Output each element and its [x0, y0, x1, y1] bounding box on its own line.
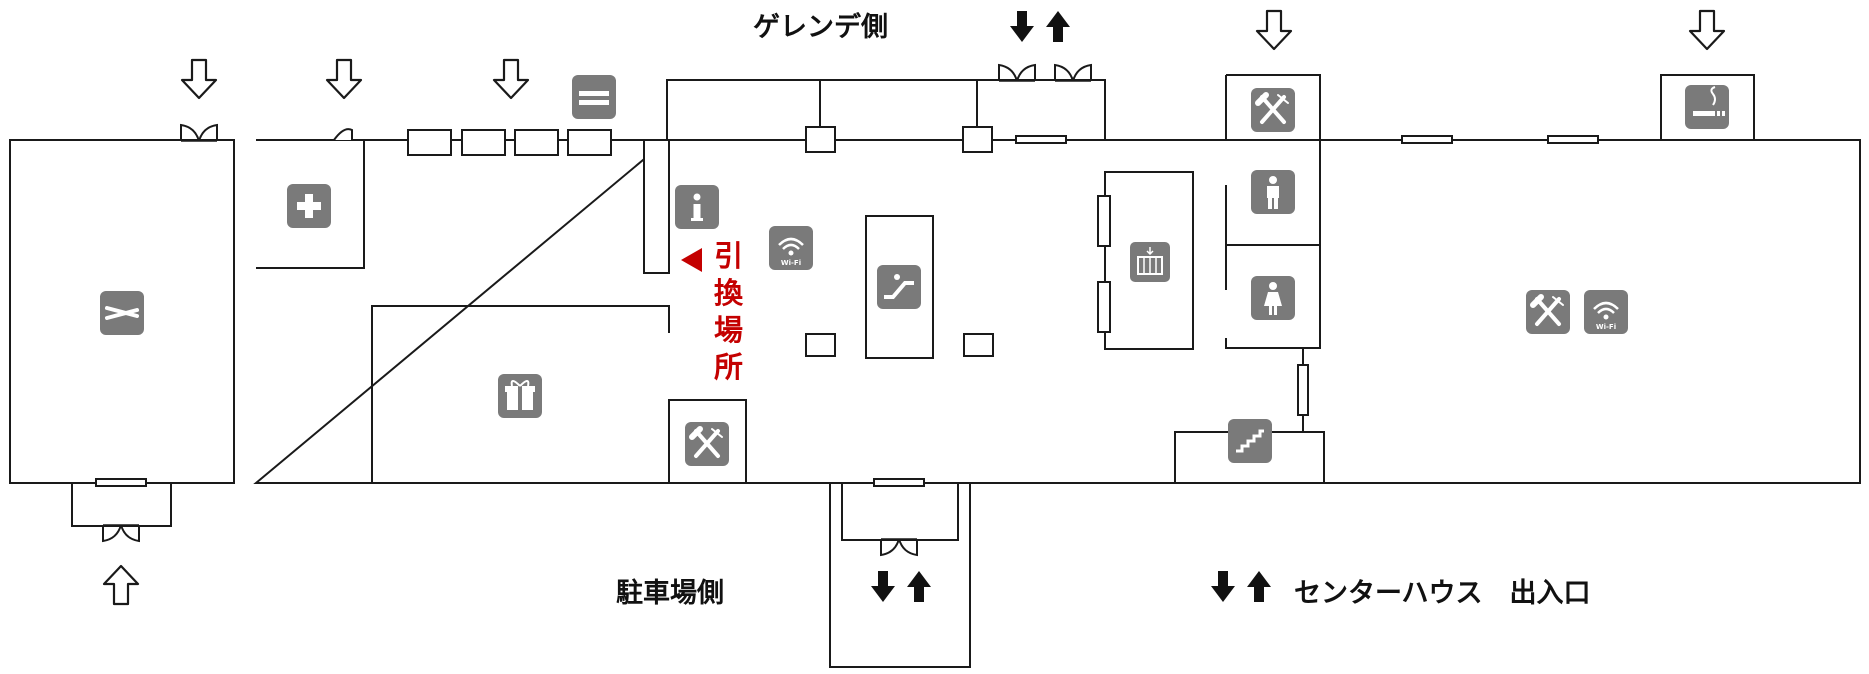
- exit-arrow-icon: [1010, 11, 1070, 42]
- pickup-char: 場: [714, 313, 744, 347]
- exit-arrow-icon: [1211, 571, 1271, 602]
- smoking-area-icon: [1685, 85, 1729, 129]
- rental-entrance-vestibule: [71, 483, 172, 527]
- first-aid-icon: [287, 184, 331, 228]
- atm-icon: [572, 75, 616, 119]
- pickup-counter: [643, 139, 670, 274]
- pickup-char: 引: [714, 239, 744, 273]
- parking-side-label: 駐車場側: [616, 578, 724, 609]
- slope-side-label: ゲレンデ側: [753, 12, 888, 43]
- ski-rental-icon: [100, 291, 144, 335]
- entrance-arrow-icon: [180, 58, 218, 100]
- stairs-icon: [1228, 419, 1272, 463]
- gift-shop-room: [371, 305, 670, 483]
- entrance-arrow-icon: [325, 58, 363, 100]
- restaurant-icon: [1526, 290, 1570, 334]
- entrance-arrow-icon: [102, 564, 140, 606]
- entrance-arrow-icon: [1688, 9, 1726, 51]
- smoking-room: [1660, 74, 1755, 140]
- upper-wing: [666, 79, 1106, 140]
- restroom-block: [1225, 74, 1321, 140]
- entrance-arrow-icon: [1255, 9, 1293, 51]
- pickup-area-label: 引 換 場 所: [714, 238, 743, 386]
- entrance-arrow-icon: [492, 58, 530, 100]
- gift-shop-icon: [498, 374, 542, 418]
- escalator-icon: [877, 265, 921, 309]
- center-house-entrance-label: センターハウス 出入口: [1294, 578, 1591, 609]
- pickup-pointer-icon: [681, 248, 702, 272]
- elevator-icon: [1130, 242, 1170, 282]
- cafe-room: [668, 399, 747, 483]
- wifi-icon: [769, 226, 813, 270]
- first-aid-room: [256, 140, 365, 269]
- wifi-icon: [1584, 290, 1628, 334]
- exit-arrow-icon: [871, 571, 931, 602]
- pickup-char: 換: [714, 276, 744, 310]
- restaurant-icon: [1251, 88, 1295, 132]
- mens-restroom-icon: [1251, 170, 1295, 214]
- center-house-vestibule: [829, 483, 971, 668]
- info-icon: [675, 185, 719, 229]
- pickup-char: 所: [714, 350, 744, 384]
- womens-restroom-icon: [1251, 276, 1295, 320]
- restaurant-icon: [685, 422, 729, 466]
